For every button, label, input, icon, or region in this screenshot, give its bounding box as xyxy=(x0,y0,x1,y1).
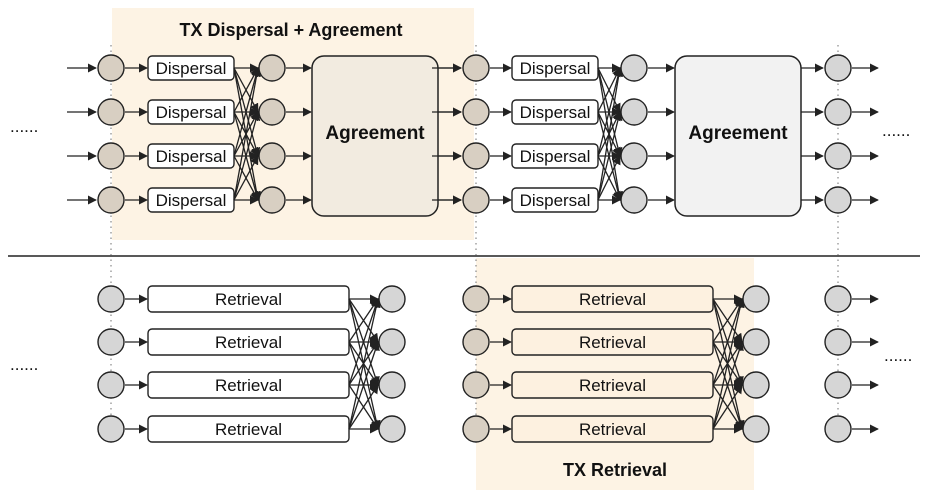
agreement-box-1 xyxy=(311,55,439,217)
retrieval-cross-arrow-1-3-2 xyxy=(712,384,743,430)
bottom-input-node-1-2 xyxy=(462,371,490,399)
top-mid-node-0-0 xyxy=(258,54,286,82)
bottom-out-node-1-2 xyxy=(742,371,770,399)
dispersal-cross-arrow-0-3-0 xyxy=(233,67,262,201)
bottom-input-node-0-2 xyxy=(97,371,125,399)
agreement-box-2 xyxy=(674,55,802,217)
bottom-out-node-0-1 xyxy=(378,328,406,356)
ellipsis-top-left: ...... xyxy=(10,117,38,136)
bottom-final-node-3 xyxy=(824,415,852,443)
top-mid-node-1-0 xyxy=(620,54,648,82)
bottom-final-node-0 xyxy=(824,285,852,313)
retrieval-box-1-3-label: Retrieval xyxy=(579,420,646,439)
bottom-title: TX Retrieval xyxy=(563,460,667,480)
top-input-node-1-3 xyxy=(462,186,490,214)
retrieval-cross-arrow-1-2-0 xyxy=(712,298,744,386)
dispersal-box-0-2-label: Dispersal xyxy=(156,147,227,166)
bottom-final-node-1 xyxy=(824,328,852,356)
dispersal-box-1-1-label: Dispersal xyxy=(520,103,591,122)
retrieval-box-1-1-label: Retrieval xyxy=(579,333,646,352)
dispersal-cross-arrow-1-2-0 xyxy=(597,67,623,157)
retrieval-box-0-3-label: Retrieval xyxy=(215,420,282,439)
bottom-out-node-1-1 xyxy=(742,328,770,356)
top-mid-node-1-1 xyxy=(620,98,648,126)
retrieval-box-0-1-label: Retrieval xyxy=(215,333,282,352)
dispersal-cross-arrow-1-3-1 xyxy=(597,111,623,201)
dispersal-box-0-0-label: Dispersal xyxy=(156,59,227,78)
retrieval-box-1-0-label: Retrieval xyxy=(579,290,646,309)
retrieval-cross-arrow-1-3-0 xyxy=(712,298,745,430)
top-final-node-3 xyxy=(824,186,852,214)
top-input-node-0-3 xyxy=(97,186,125,214)
dispersal-box-1-2-label: Dispersal xyxy=(520,147,591,166)
top-input-node-0-2 xyxy=(97,142,125,170)
top-mid-node-0-2 xyxy=(258,142,286,170)
retrieval-cross-arrow-1-3-1 xyxy=(712,341,744,430)
dispersal-cross-arrow-0-2-0 xyxy=(233,67,261,157)
top-input-node-1-2 xyxy=(462,142,490,170)
ellipsis-top-right: ...... xyxy=(882,121,910,140)
bottom-input-node-0-1 xyxy=(97,328,125,356)
top-input-node-1-0 xyxy=(462,54,490,82)
top-input-node-0-1 xyxy=(97,98,125,126)
retrieval-cross-arrow-0-3-0 xyxy=(348,298,381,430)
bottom-final-node-2 xyxy=(824,371,852,399)
bottom-out-node-0-3 xyxy=(378,415,406,443)
bottom-out-node-0-0 xyxy=(378,285,406,313)
dispersal-box-1-0-label: Dispersal xyxy=(520,59,591,78)
bottom-input-node-0-3 xyxy=(97,415,125,443)
agreement-label-2: Agreement xyxy=(688,123,788,144)
top-title: TX Dispersal + Agreement xyxy=(180,20,403,40)
top-mid-node-0-1 xyxy=(258,98,286,126)
retrieval-cross-arrow-0-3-2 xyxy=(348,384,379,430)
bottom-out-node-1-0 xyxy=(742,285,770,313)
top-final-node-0 xyxy=(824,54,852,82)
dispersal-box-0-1-label: Dispersal xyxy=(156,103,227,122)
retrieval-box-0-0-label: Retrieval xyxy=(215,290,282,309)
top-mid-node-1-3 xyxy=(620,186,648,214)
bottom-input-node-1-0 xyxy=(462,285,490,313)
bottom-input-node-1-3 xyxy=(462,415,490,443)
dispersal-cross-arrow-0-3-1 xyxy=(233,111,261,201)
bottom-out-node-0-2 xyxy=(378,371,406,399)
dispersal-box-1-3-label: Dispersal xyxy=(520,191,591,210)
top-final-node-2 xyxy=(824,142,852,170)
top-mid-node-1-2 xyxy=(620,142,648,170)
retrieval-box-1-2-label: Retrieval xyxy=(579,376,646,395)
top-final-node-1 xyxy=(824,98,852,126)
bottom-input-node-0-0 xyxy=(97,285,125,313)
ellipsis-bottom-right: ...... xyxy=(884,346,912,365)
top-input-node-0-0 xyxy=(97,54,125,82)
dispersal-cross-arrow-1-3-0 xyxy=(597,67,624,201)
ellipsis-bottom-left: ...... xyxy=(10,355,38,374)
dispersal-box-0-3-label: Dispersal xyxy=(156,191,227,210)
dispersal-cross-arrow-0-3-2 xyxy=(233,155,259,201)
retrieval-cross-arrow-0-3-1 xyxy=(348,341,380,430)
dispersal-cross-arrow-1-3-2 xyxy=(597,155,621,201)
bottom-input-node-1-1 xyxy=(462,328,490,356)
retrieval-cross-arrow-0-2-0 xyxy=(348,298,380,386)
bottom-out-node-1-3 xyxy=(742,415,770,443)
top-mid-node-0-3 xyxy=(258,186,286,214)
retrieval-box-0-2-label: Retrieval xyxy=(215,376,282,395)
top-input-node-1-1 xyxy=(462,98,490,126)
agreement-label-1: Agreement xyxy=(325,123,425,144)
